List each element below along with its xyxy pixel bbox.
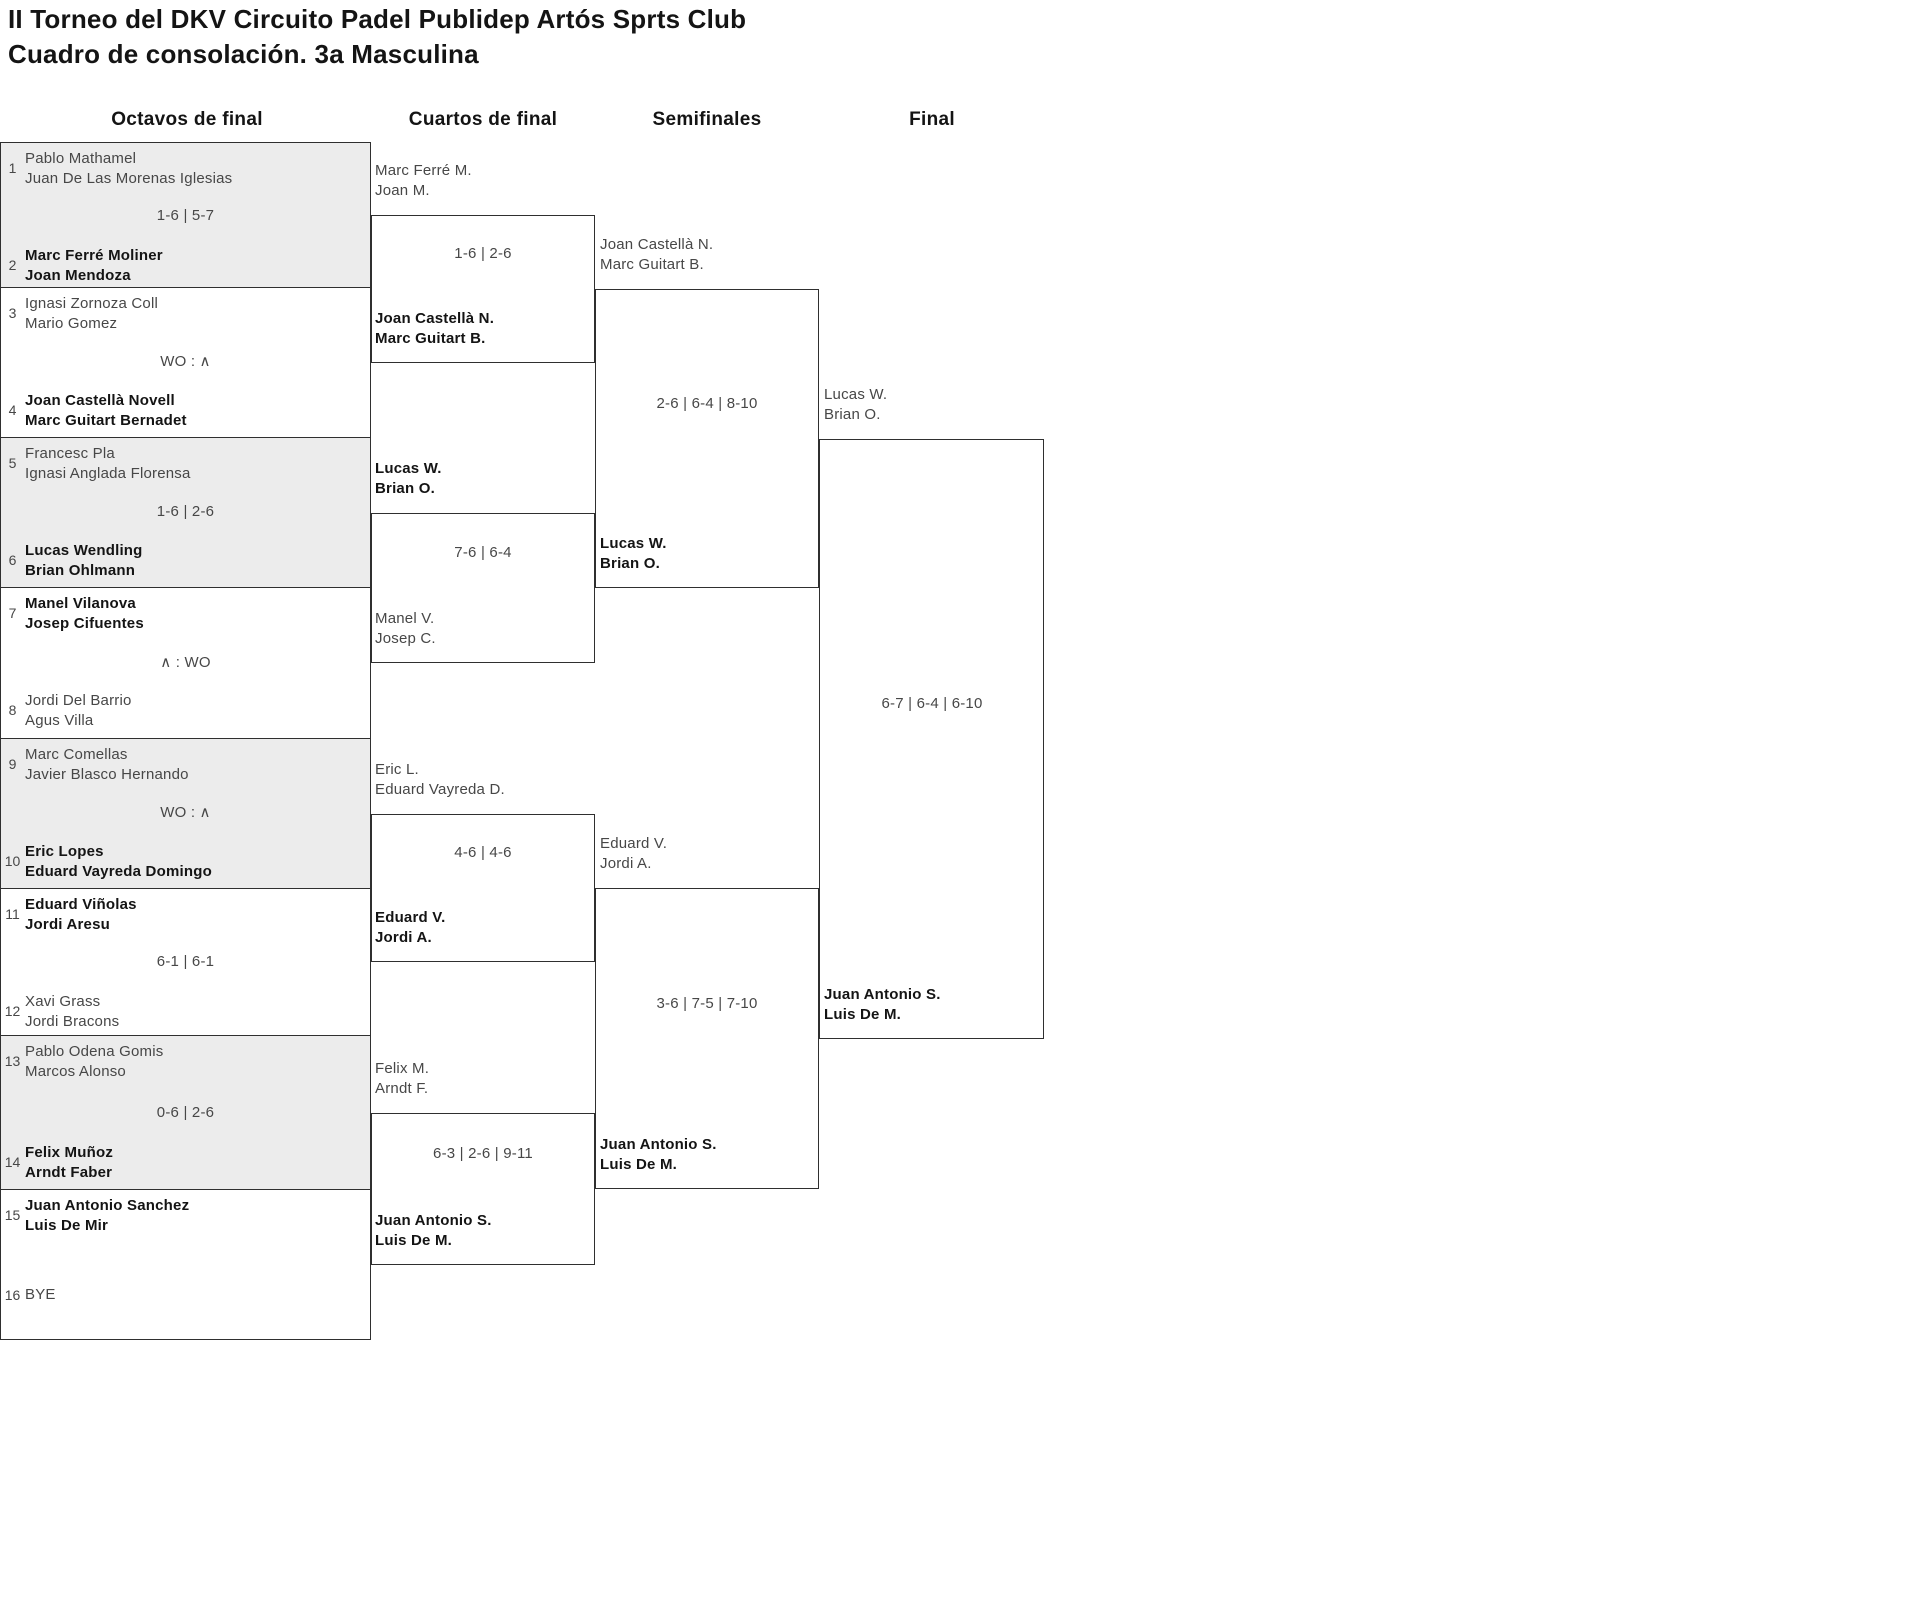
cuartos-3-score: 4-6 | 4-6: [454, 844, 512, 861]
cuartos-1-top-team: Marc Ferré M. Joan M.: [375, 162, 472, 199]
team-pair-4: Joan Castellà Novell Marc Guitart Bernad…: [25, 392, 187, 429]
tournament-subtitle: Cuadro de consolación. 3a Masculina: [8, 39, 479, 69]
round-header-final: Final: [909, 109, 955, 130]
tournament-title: II Torneo del DKV Circuito Padel Publide…: [8, 4, 747, 34]
seed-10: 10: [4, 853, 21, 869]
octavos-match-7-box: 13 Pablo Odena Gomis Marcos Alonso 0-6 |…: [0, 1036, 371, 1190]
octavos-match-4-score: ∧ : WO: [160, 654, 211, 671]
octavos-match-7-score: 0-6 | 2-6: [156, 1104, 215, 1121]
team-pair-1: Pablo Mathamel Juan De Las Morenas Igles…: [25, 150, 233, 187]
semifinal-1-score: 2-6 | 6-4 | 8-10: [656, 395, 758, 412]
team-pair-5: Francesc Pla Ignasi Anglada Florensa: [25, 445, 191, 482]
cuartos-2-score: 7-6 | 6-4: [454, 544, 512, 561]
team-pair-7: Manel Vilanova Josep Cifuentes: [25, 595, 144, 632]
team-pair-11: Eduard Viñolas Jordi Aresu: [25, 896, 137, 933]
semifinal-1-box: [595, 289, 819, 588]
team-pair-2: Marc Ferré Moliner Joan Mendoza: [25, 247, 163, 284]
cuartos-4-winner-team: Juan Antonio S. Luis De M.: [375, 1212, 492, 1249]
octavos-match-1-score: 1-6 | 5-7: [156, 207, 215, 224]
semifinal-2-box: [595, 888, 819, 1189]
cuartos-2-bottom-team: Manel V. Josep C.: [375, 610, 436, 647]
final-winner-team: Juan Antonio S. Luis De M.: [824, 986, 941, 1023]
cuartos-match-1-box: [371, 215, 595, 363]
team-pair-13: Pablo Odena Gomis Marcos Alonso: [25, 1043, 164, 1080]
final-score: 6-7 | 6-4 | 6-10: [881, 695, 983, 712]
cuartos-3-top-team: Eric L. Eduard Vayreda D.: [375, 761, 505, 798]
octavos-match-3-box: 5 Francesc Pla Ignasi Anglada Florensa 1…: [0, 438, 371, 588]
cuartos-4-top-team: Felix M. Arndt F.: [375, 1060, 430, 1097]
seed-14: 14: [4, 1154, 21, 1170]
team-pair-12: Xavi Grass Jordi Bracons: [25, 993, 120, 1030]
seed-7: 7: [8, 605, 17, 621]
cuartos-match-3-box: [371, 814, 595, 962]
octavos-match-5-box: 9 Marc Comellas Javier Blasco Hernando W…: [0, 739, 371, 889]
round-header-cuartos: Cuartos de final: [408, 109, 558, 130]
seed-6: 6: [8, 552, 17, 568]
cuartos-4-score: 6-3 | 2-6 | 9-11: [433, 1145, 533, 1162]
octavos-match-3-score: 1-6 | 2-6: [156, 503, 215, 520]
team-pair-3: Ignasi Zornoza Coll Mario Gomez: [25, 295, 159, 332]
octavos-match-6-box: 11 Eduard Viñolas Jordi Aresu 6-1 | 6-1 …: [0, 889, 371, 1036]
seed-2: 2: [8, 257, 17, 273]
seed-12: 12: [4, 1003, 21, 1019]
octavos-match-6-score: 6-1 | 6-1: [156, 953, 215, 970]
seed-5: 5: [8, 455, 17, 471]
cuartos-match-4-box: [371, 1113, 595, 1265]
octavos-match-1-box: 1 Pablo Mathamel Juan De Las Morenas Igl…: [0, 142, 371, 288]
octavos-match-5-score: WO : ∧: [160, 804, 211, 821]
cuartos-2-top-team: Lucas W. Brian O.: [375, 460, 442, 497]
cuartos-1-winner-team: Joan Castellà N. Marc Guitart B.: [375, 310, 495, 347]
team-pair-16-bye: BYE: [25, 1286, 56, 1303]
seed-9: 9: [8, 756, 17, 772]
semifinal-2-score: 3-6 | 7-5 | 7-10: [656, 995, 758, 1012]
team-pair-9: Marc Comellas Javier Blasco Hernando: [25, 746, 189, 783]
cuartos-3-winner-team: Eduard V. Jordi A.: [375, 909, 446, 946]
team-pair-6: Lucas Wendling Brian Ohlmann: [25, 542, 143, 579]
octavos-match-2-box: 3 Ignasi Zornoza Coll Mario Gomez WO : ∧…: [0, 288, 371, 438]
seed-4: 4: [8, 402, 17, 418]
seed-3: 3: [8, 305, 17, 321]
seed-1: 1: [8, 160, 17, 176]
seed-16: 16: [4, 1287, 21, 1303]
seed-15: 15: [4, 1207, 21, 1223]
octavos-match-2-score: WO : ∧: [160, 353, 211, 370]
team-pair-8: Jordi Del Barrio Agus Villa: [25, 692, 132, 729]
seed-8: 8: [8, 702, 17, 718]
octavos-match-8-box: 15 Juan Antonio Sanchez Luis De Mir 16 B…: [0, 1190, 371, 1340]
round-header-octavos: Octavos de final: [111, 109, 263, 130]
team-pair-15: Juan Antonio Sanchez Luis De Mir: [25, 1197, 190, 1234]
round-header-semifinales: Semifinales: [652, 109, 762, 130]
cuartos-1-score: 1-6 | 2-6: [454, 245, 512, 262]
octavos-match-4-box: 7 Manel Vilanova Josep Cifuentes ∧ : WO …: [0, 588, 371, 739]
cuartos-match-2-box: [371, 513, 595, 663]
seed-11: 11: [5, 906, 20, 922]
semifinal-2-top-team: Eduard V. Jordi A.: [600, 835, 668, 872]
semifinal-2-winner-team: Juan Antonio S. Luis De M.: [600, 1136, 717, 1173]
semifinal-1-winner-team: Lucas W. Brian O.: [600, 535, 667, 572]
final-top-team: Lucas W. Brian O.: [824, 386, 888, 423]
final-box: [819, 439, 1044, 1039]
team-pair-14: Felix Muñoz Arndt Faber: [25, 1144, 114, 1181]
seed-13: 13: [4, 1053, 21, 1069]
semifinal-1-top-team: Joan Castellà N. Marc Guitart B.: [600, 236, 714, 273]
team-pair-10: Eric Lopes Eduard Vayreda Domingo: [25, 843, 212, 880]
